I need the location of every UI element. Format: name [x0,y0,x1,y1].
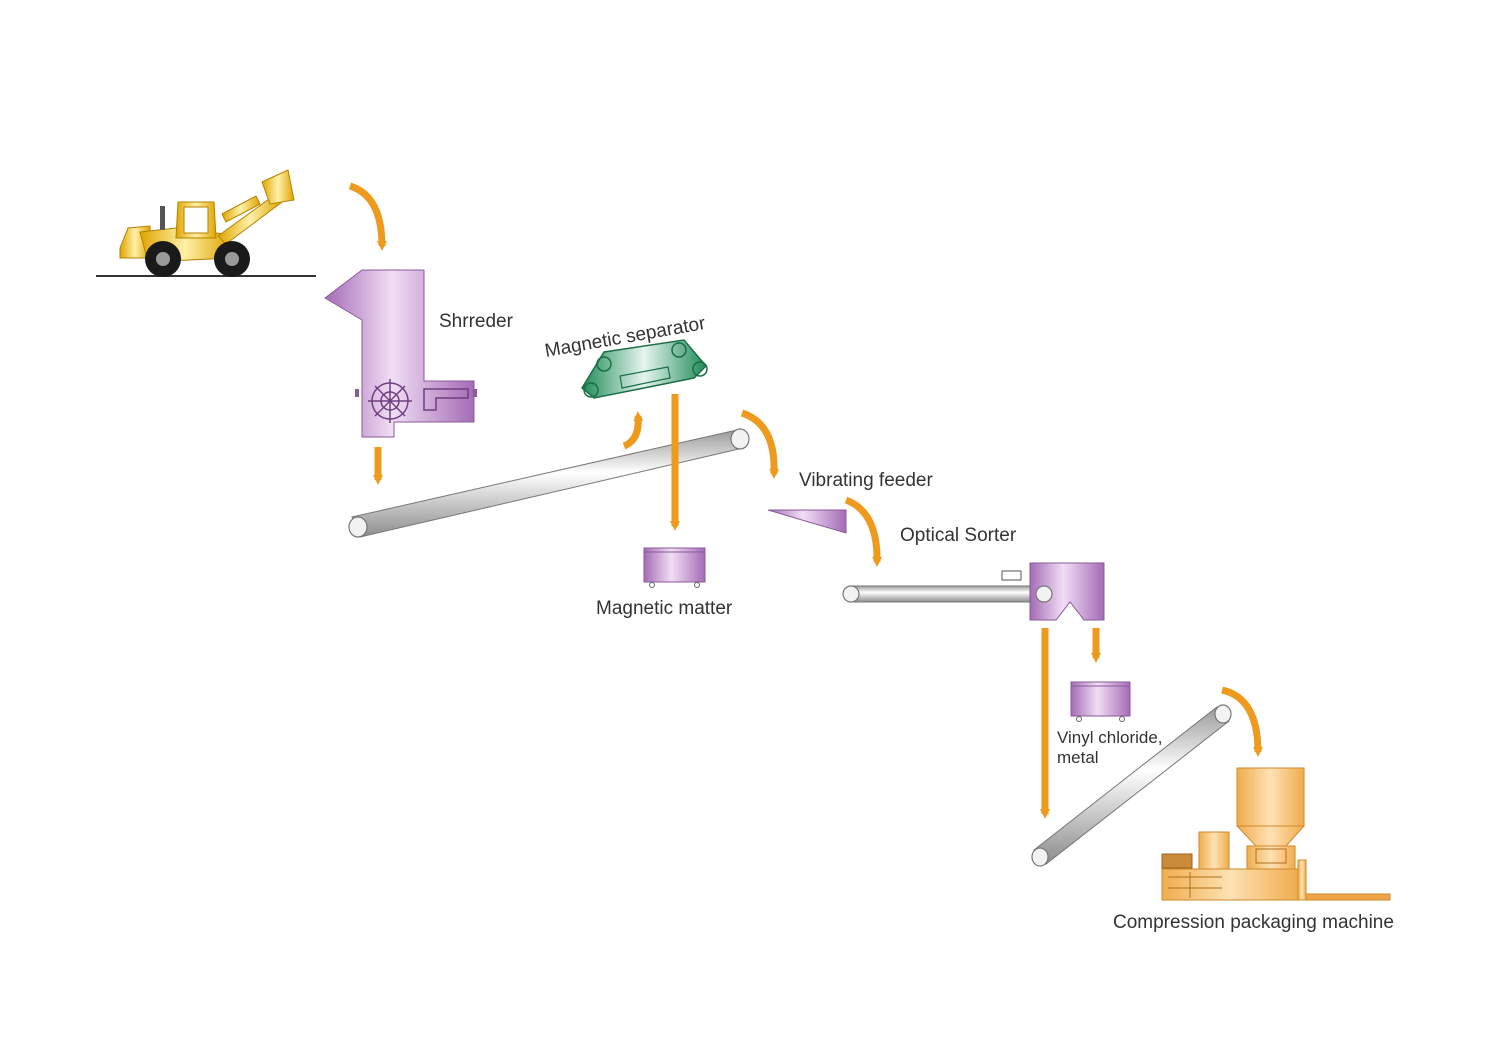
compression-baler-icon [1161,767,1391,901]
inclined-conveyor-2 [1031,704,1232,867]
arrow-to-separator [622,411,644,450]
label-vinyl-chloride: Vinyl chloride, [1057,728,1163,747]
label-vibrating-feeder: Vibrating feeder [799,470,933,491]
arrow-to-feeder [740,409,780,479]
label-compression-machine: Compression packaging machine [1113,912,1394,933]
inclined-conveyor-1 [348,428,750,538]
flow-arrows [348,182,1263,819]
vibrating-feeder-icon [767,509,847,534]
magnetic-separator-icon [581,339,708,399]
optical-sorter-icon [1001,562,1105,621]
arrow-to-optical-conveyor [844,496,883,567]
arrow-into-shredder [348,182,387,251]
arrow-into-baler [1221,686,1263,757]
label-optical-sorter: Optical Sorter [900,525,1017,546]
shredder-machine-icon [324,269,477,438]
vinyl-metal-bin [1070,681,1131,722]
magnetic-matter-bin [643,547,706,588]
horizontal-conveyor [842,585,1047,603]
wheel-loader-icon [96,169,316,277]
label-shredder: Shrreder [439,311,514,332]
label-metal: metal [1057,748,1099,767]
label-magnetic-matter: Magnetic matter [596,598,733,619]
